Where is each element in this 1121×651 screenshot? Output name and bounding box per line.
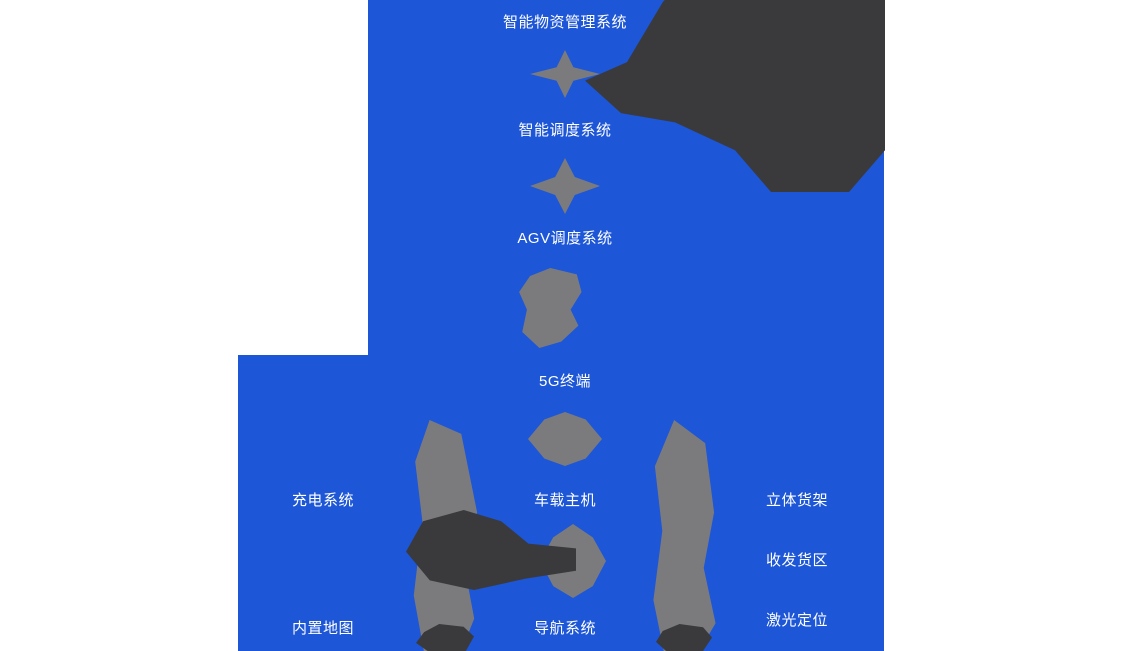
label-navigation-system: 导航系统 — [533, 620, 597, 637]
label-onboard-host: 车载主机 — [533, 492, 597, 509]
label-agv-dispatch: AGV调度系统 — [517, 230, 613, 247]
blue-panel-bottom — [238, 355, 884, 651]
label-5g-terminal: 5G终端 — [538, 373, 592, 390]
label-laser-positioning: 激光定位 — [765, 612, 829, 629]
label-builtin-map: 内置地图 — [291, 620, 355, 637]
label-receiving-area: 收发货区 — [765, 552, 829, 569]
label-charging-system: 充电系统 — [291, 492, 355, 509]
label-smart-dispatch: 智能调度系统 — [518, 122, 612, 139]
label-smart-material-management: 智能物资管理系统 — [502, 14, 628, 31]
gray-column-shape-right — [653, 420, 716, 651]
label-stereo-rack: 立体货架 — [765, 492, 829, 509]
